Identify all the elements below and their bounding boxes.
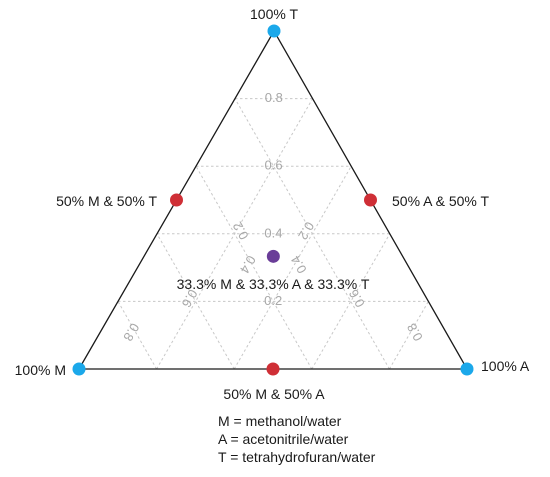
- grid-line-a-2: [311, 233, 391, 370]
- vertex-point-m: [72, 362, 86, 376]
- tick-label-t-3: 0.8: [265, 90, 283, 105]
- grid-line-m-2: [156, 233, 235, 370]
- legend-item-t: T = tetrahydrofuran/water: [218, 449, 376, 465]
- tick-label-a-0: 0.2: [230, 219, 252, 242]
- grid-lines: [117, 98, 429, 370]
- midpoint-point-at: [364, 193, 377, 207]
- tick-label-m-3: 0.8: [120, 321, 142, 344]
- tick-label-t-1: 0.4: [264, 225, 282, 240]
- vertex-label-m: 100% M: [15, 362, 66, 378]
- tick-label-t-2: 0.6: [265, 158, 283, 173]
- grid-line-m-1: [195, 165, 313, 370]
- legend: M = methanol/water A = acetonitrile/wate…: [218, 412, 375, 466]
- grid-line-a-1: [233, 165, 352, 370]
- vertex-point-t: [267, 24, 281, 38]
- tick-label-a-1: 0.4: [288, 253, 310, 276]
- midpoint-label-ma: 50% M & 50% A: [223, 386, 325, 402]
- midpoint-point-ma: [266, 362, 280, 376]
- midpoint-label-at: 50% A & 50% T: [392, 193, 489, 209]
- legend-item-a: A = acetonitrile/water: [218, 431, 349, 447]
- tick-label-m-1: 0.4: [237, 253, 259, 276]
- center-point: [266, 249, 280, 263]
- legend-item-m: M = methanol/water: [218, 413, 342, 429]
- composition-points: [72, 24, 474, 376]
- midpoint-point-mt: [170, 193, 183, 207]
- vertex-point-a: [460, 362, 474, 376]
- tick-label-t-0: 0.2: [264, 293, 282, 308]
- grid-line-a-3: [388, 301, 429, 370]
- tick-label-a-3: 0.8: [404, 321, 426, 344]
- vertex-label-a: 100% A: [481, 358, 530, 374]
- midpoint-label-mt: 50% M & 50% T: [56, 193, 157, 209]
- vertex-label-t: 100% T: [250, 6, 298, 22]
- center-label: 33.3% M & 33.3% A & 33.3% T: [177, 276, 370, 292]
- tick-label-m-0: 0.2: [295, 219, 317, 242]
